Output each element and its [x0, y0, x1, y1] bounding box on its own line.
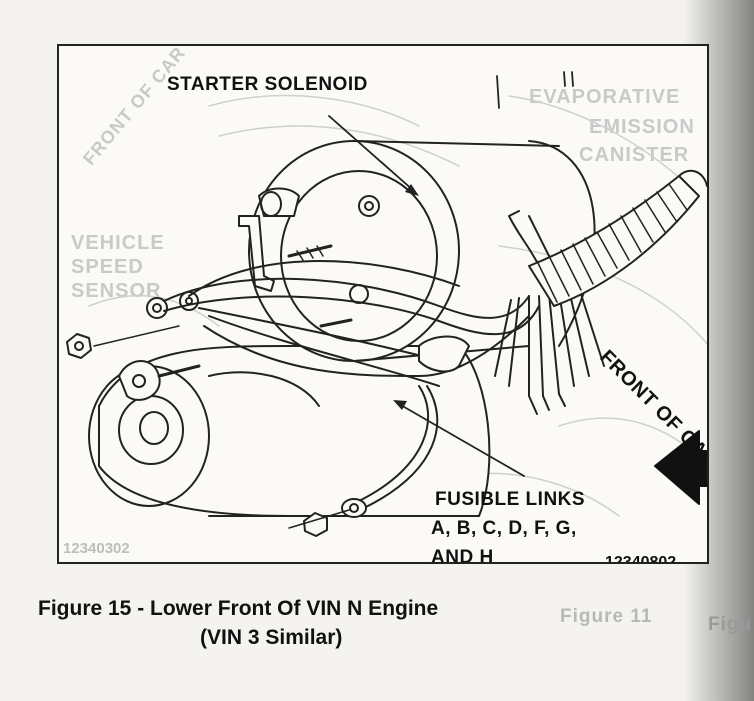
lower-ground-wire: [288, 385, 439, 537]
ghost-figure-11: Figure 11: [560, 606, 653, 627]
mounting-bracket: [238, 187, 300, 292]
solenoid-terminals: [287, 195, 380, 328]
fusible-links-title: FUSIBLE LINKS: [435, 489, 586, 510]
fusible-links-line1: A, B, C, D, F, G,: [431, 518, 577, 539]
wiring-harness: [163, 210, 605, 415]
part-number: 12340802: [605, 554, 677, 564]
ghost-sensor: SENSOR: [71, 280, 162, 302]
ghost-canister: CANISTER: [579, 144, 690, 166]
ghost-vehicle: VEHICLE: [71, 232, 165, 254]
ghost-speed: SPEED: [71, 256, 144, 278]
fusible-links-arrow: [398, 403, 525, 477]
engine-illustration: [66, 71, 707, 537]
ghost-evaporative: EVAPORATIVE: [529, 86, 681, 108]
starter-solenoid-arrow: [328, 115, 415, 192]
figure-frame: EVAPORATIVE EMISSION CANISTER VEHICLE SP…: [57, 44, 709, 564]
callout-arrows: [328, 71, 574, 477]
ghost-part-number: 12340302: [63, 540, 130, 557]
left-nut-and-terminals: [66, 291, 201, 401]
starter-solenoid-label: STARTER SOLENOID: [167, 74, 368, 95]
harness-conduit: [528, 169, 707, 307]
fusible-links-line2: AND H: [431, 547, 494, 564]
front-of-car-arrow: [654, 430, 707, 505]
starter-motor: [88, 345, 491, 517]
figure-caption-line1: Figure 15 - Lower Front Of VIN N Engine: [38, 597, 439, 620]
figure-caption-line2: (VIN 3 Similar): [200, 626, 343, 649]
ghost-figure-right: Figu: [708, 614, 753, 635]
